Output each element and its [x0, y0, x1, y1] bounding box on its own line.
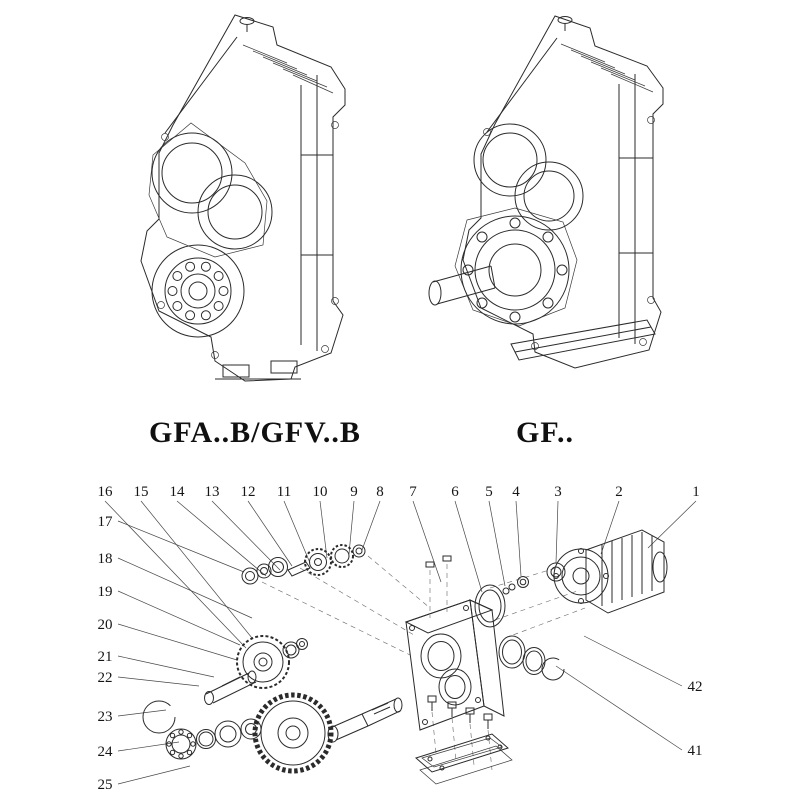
part-number-9: 9	[350, 484, 358, 500]
gearbox-left-cooling-fins	[242, 44, 334, 94]
seal-and-fasteners	[474, 562, 566, 628]
gearbox-right-outline	[454, 15, 664, 369]
motor-unit	[553, 529, 668, 614]
part-number-20: 20	[98, 617, 113, 633]
exploded-parts-diagram: 16 15 14 13 12 11 10 9 8 7 6 5 4 3 2 1 1…	[98, 484, 703, 793]
housing	[404, 555, 505, 731]
part-number-12: 12	[241, 484, 256, 500]
part-number-19: 19	[98, 584, 113, 600]
intermediate-gear-shaft	[204, 635, 308, 705]
part-number-21: 21	[98, 649, 113, 665]
gearbox-drawing-gfab-gfv	[140, 14, 346, 382]
gearbox-left-feet	[215, 360, 301, 380]
gearbox-left-outline	[140, 14, 346, 382]
part-number-42: 42	[688, 679, 703, 695]
part-number-3: 3	[554, 484, 562, 500]
gearbox-right-bolts	[483, 116, 655, 350]
part-numbers-right: 42 41	[688, 679, 703, 759]
part-numbers-left: 17 18 19 20 21 22 23 24 25	[98, 514, 114, 793]
part-number-11: 11	[277, 484, 291, 500]
part-number-25: 25	[98, 777, 113, 793]
part-number-18: 18	[98, 551, 113, 567]
gearbox-drawing-gf	[428, 15, 664, 369]
output-gear-shaft	[142, 692, 403, 774]
gearbox-left-bolts	[157, 121, 339, 359]
part-number-10: 10	[313, 484, 328, 500]
model-label-gfab-gfv: GFA..B/GFV..B	[149, 416, 361, 449]
part-number-23: 23	[98, 709, 113, 725]
part-number-1: 1	[692, 484, 700, 500]
part-number-6: 6	[451, 484, 459, 500]
part-number-24: 24	[98, 744, 114, 760]
input-shaft-parts	[241, 544, 366, 585]
output-ring-set	[498, 635, 565, 681]
part-number-17: 17	[98, 514, 114, 530]
gearbox-right-cooling-fins	[560, 43, 654, 93]
gearbox-left-bores	[151, 132, 273, 250]
part-number-2: 2	[615, 484, 623, 500]
part-number-15: 15	[134, 484, 149, 500]
part-number-4: 4	[512, 484, 520, 500]
part-number-16: 16	[98, 484, 114, 500]
part-number-41: 41	[688, 743, 703, 759]
gearbox-right-output-shaft	[428, 265, 496, 306]
model-label-gf: GF..	[516, 416, 574, 449]
part-number-5: 5	[485, 484, 493, 500]
cover-plate-assembly	[415, 695, 513, 785]
part-number-22: 22	[98, 670, 113, 686]
gearbox-right-base	[510, 319, 656, 361]
leader-lines	[104, 500, 697, 785]
part-numbers-top: 16 15 14 13 12 11 10 9 8 7 6 5 4 3 2 1	[98, 484, 700, 500]
part-number-14: 14	[170, 484, 186, 500]
part-number-13: 13	[205, 484, 220, 500]
part-number-8: 8	[376, 484, 384, 500]
part-number-7: 7	[409, 484, 417, 500]
gearbox-left-bearing	[151, 244, 245, 338]
alignment-lines	[261, 555, 586, 771]
gearbox-right-bores	[473, 123, 584, 231]
